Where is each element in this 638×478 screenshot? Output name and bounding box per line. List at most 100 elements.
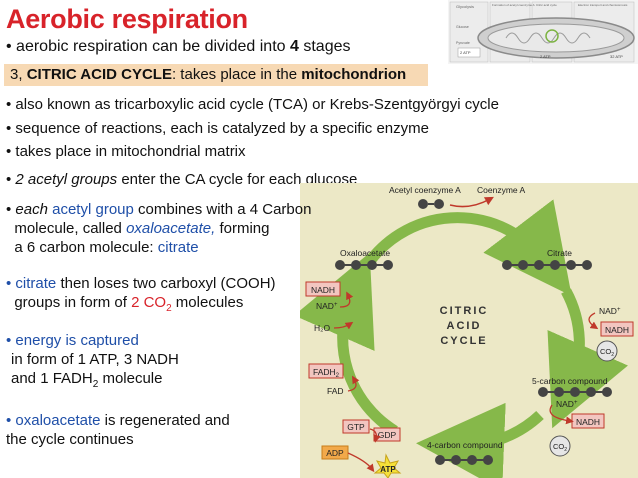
cycle-arrow-top bbox=[365, 199, 572, 296]
p-rest: molecule bbox=[98, 370, 163, 387]
center-label-cycle: CYCLE bbox=[440, 335, 487, 347]
nadh-left-label: NADH bbox=[311, 285, 335, 295]
nad-text: NAD bbox=[556, 399, 574, 409]
p-rest: molecules bbox=[171, 294, 244, 311]
fad-label: FAD bbox=[327, 386, 344, 396]
cycle-arrow-bottom bbox=[416, 402, 544, 478]
acetyl-groups-italic: 2 acetyl groups bbox=[15, 171, 118, 188]
thumb-label-etc: Electron transport and chemiosmosis bbox=[578, 3, 628, 7]
co2-sub: 2 bbox=[564, 447, 567, 453]
thumb-label-acetyl: Formation of acetyl coenzyme A bbox=[492, 3, 535, 7]
co2-right-label: CO2 bbox=[600, 347, 614, 358]
fadh-sub: 2 bbox=[336, 373, 340, 379]
nadh-right-box bbox=[600, 321, 634, 337]
acetyl-carbon-2 bbox=[434, 199, 444, 209]
citrate-label: Citrate bbox=[547, 248, 572, 258]
four-carbon-molecule bbox=[435, 455, 493, 465]
fadh-text: FADH bbox=[313, 367, 336, 377]
stage-number: 3, bbox=[10, 66, 27, 83]
gtp-box bbox=[342, 419, 370, 434]
five-carbon-molecule bbox=[538, 387, 612, 397]
stages-suffix: stages bbox=[298, 38, 351, 55]
gdp-label: GDP bbox=[378, 430, 397, 440]
cycle-arrow-right bbox=[547, 288, 629, 429]
stage-highlight-box bbox=[4, 64, 428, 86]
thumb-label-atp2: 2 ATP bbox=[540, 54, 551, 59]
mitochondrion-overview-image: Glycolysis Formation of acetyl coenzyme … bbox=[448, 0, 638, 64]
stage-mid: : takes place in the bbox=[171, 66, 302, 83]
nad-left-label: NAD+ bbox=[316, 301, 338, 311]
acetyl-coa-label: Acetyl coenzyme A bbox=[389, 185, 461, 195]
nadh-left-arrow bbox=[339, 291, 354, 308]
nad-sup: + bbox=[617, 307, 621, 313]
cycle-arrow-left bbox=[300, 252, 398, 436]
nad-text: NAD bbox=[316, 301, 334, 311]
nad-sup: + bbox=[574, 400, 578, 406]
acetyl-carbon-1 bbox=[418, 199, 428, 209]
bullet-matrix: • takes place in mitochondrial matrix bbox=[6, 143, 246, 160]
citrate-line1: • citrate then loses two carboxyl (COOH) bbox=[6, 275, 276, 293]
energy-line2: in form of 1 ATP, 3 NADH bbox=[11, 351, 179, 368]
nad-text: NAD bbox=[599, 306, 617, 316]
energy-line3: and 1 FADH2 molecule bbox=[11, 370, 162, 394]
stages-count: 4 bbox=[290, 38, 299, 55]
adp-label: ADP bbox=[326, 448, 344, 458]
p-sub: 2 bbox=[92, 379, 99, 390]
acetyl-groups-rest: enter the CA cycle for each glucose bbox=[117, 171, 358, 188]
adp-box bbox=[321, 445, 349, 460]
stage-name: CITRIC ACID CYCLE bbox=[26, 66, 172, 83]
nadh-bottom-label: NADH bbox=[576, 417, 600, 427]
thumb-label-atp1: 2 ATP bbox=[460, 50, 471, 55]
thumb-label-glucose: Glucose bbox=[456, 25, 469, 29]
stages-prefix: • aerobic respiration can be divided int… bbox=[6, 38, 290, 55]
co2-sub: 2 bbox=[611, 352, 614, 358]
co2-bottom-circle bbox=[549, 435, 571, 457]
p-rest: forming bbox=[215, 220, 270, 237]
p-rest: then loses two carboxyl (COOH) bbox=[56, 275, 276, 292]
gtp-label: GTP bbox=[347, 422, 365, 432]
co2-bottom-label: CO2 bbox=[553, 442, 567, 453]
acetyl-combine-line2: molecule, called oxaloacetate, forming bbox=[6, 220, 269, 238]
p-red: 2 CO bbox=[131, 294, 167, 311]
p-rest: combines with a 4 Carbon bbox=[133, 201, 312, 218]
thumb-label-glycolysis: Glycolysis bbox=[456, 4, 474, 9]
atp-starburst bbox=[373, 453, 402, 478]
energy-line1: • energy is captured bbox=[6, 332, 139, 349]
oxaloacetate-molecule bbox=[335, 260, 393, 270]
h2o-arrow bbox=[333, 321, 354, 330]
four-carbon-label: 4-carbon compound bbox=[427, 440, 503, 450]
oxalo-line2: the cycle continues bbox=[6, 431, 134, 448]
nad-sup: + bbox=[334, 302, 338, 308]
fadh2-arrow bbox=[347, 375, 360, 392]
co2-text: CO bbox=[553, 442, 564, 451]
fadh2-label: FADH2 bbox=[313, 367, 340, 379]
oxaloacetate-label: Oxaloacetate bbox=[340, 248, 390, 258]
atp-label: ATP bbox=[380, 465, 396, 474]
slide-title: Aerobic respiration bbox=[6, 4, 248, 34]
p-pre: groups in form of bbox=[6, 294, 132, 311]
p-it: each bbox=[15, 201, 53, 218]
p-blue: • oxaloacetate bbox=[6, 412, 101, 429]
center-label-acid: ACID bbox=[447, 320, 482, 332]
oxalo-line1: • oxaloacetate is regenerated and bbox=[6, 412, 230, 430]
stage-place: mitochondrion bbox=[301, 66, 407, 83]
nadh-right-label: NADH bbox=[605, 325, 629, 335]
h2o-label: H₂O bbox=[314, 323, 330, 333]
adp-arrow bbox=[347, 452, 375, 473]
stages-line: • aerobic respiration can be divided int… bbox=[6, 38, 351, 56]
nad-right2-label: NAD+ bbox=[556, 399, 578, 409]
gtp-arrow bbox=[369, 428, 381, 443]
p-blue: citrate bbox=[157, 239, 199, 256]
p-pre: a 6 carbon molecule: bbox=[6, 239, 158, 256]
coenzyme-a-label: Coenzyme A bbox=[477, 185, 526, 195]
acetyl-combine-line3: a 6 carbon molecule: citrate bbox=[6, 239, 199, 257]
stage-title: 3, CITRIC ACID CYCLE: takes place in the… bbox=[10, 66, 406, 83]
co2-text: CO bbox=[600, 347, 611, 356]
bullet-tca: • also known as tricarboxylic acid cycle… bbox=[6, 96, 499, 113]
p-blue: oxaloacetate, bbox=[126, 220, 216, 237]
acetyl-combine-line1: • each acetyl group combines with a 4 Ca… bbox=[6, 201, 311, 219]
center-label-citric: CITRIC bbox=[440, 305, 489, 317]
nadh-left-box bbox=[305, 281, 341, 297]
p-rest: is regenerated and bbox=[100, 412, 230, 429]
thumb-label-cac: Citric acid cycle bbox=[536, 3, 557, 7]
